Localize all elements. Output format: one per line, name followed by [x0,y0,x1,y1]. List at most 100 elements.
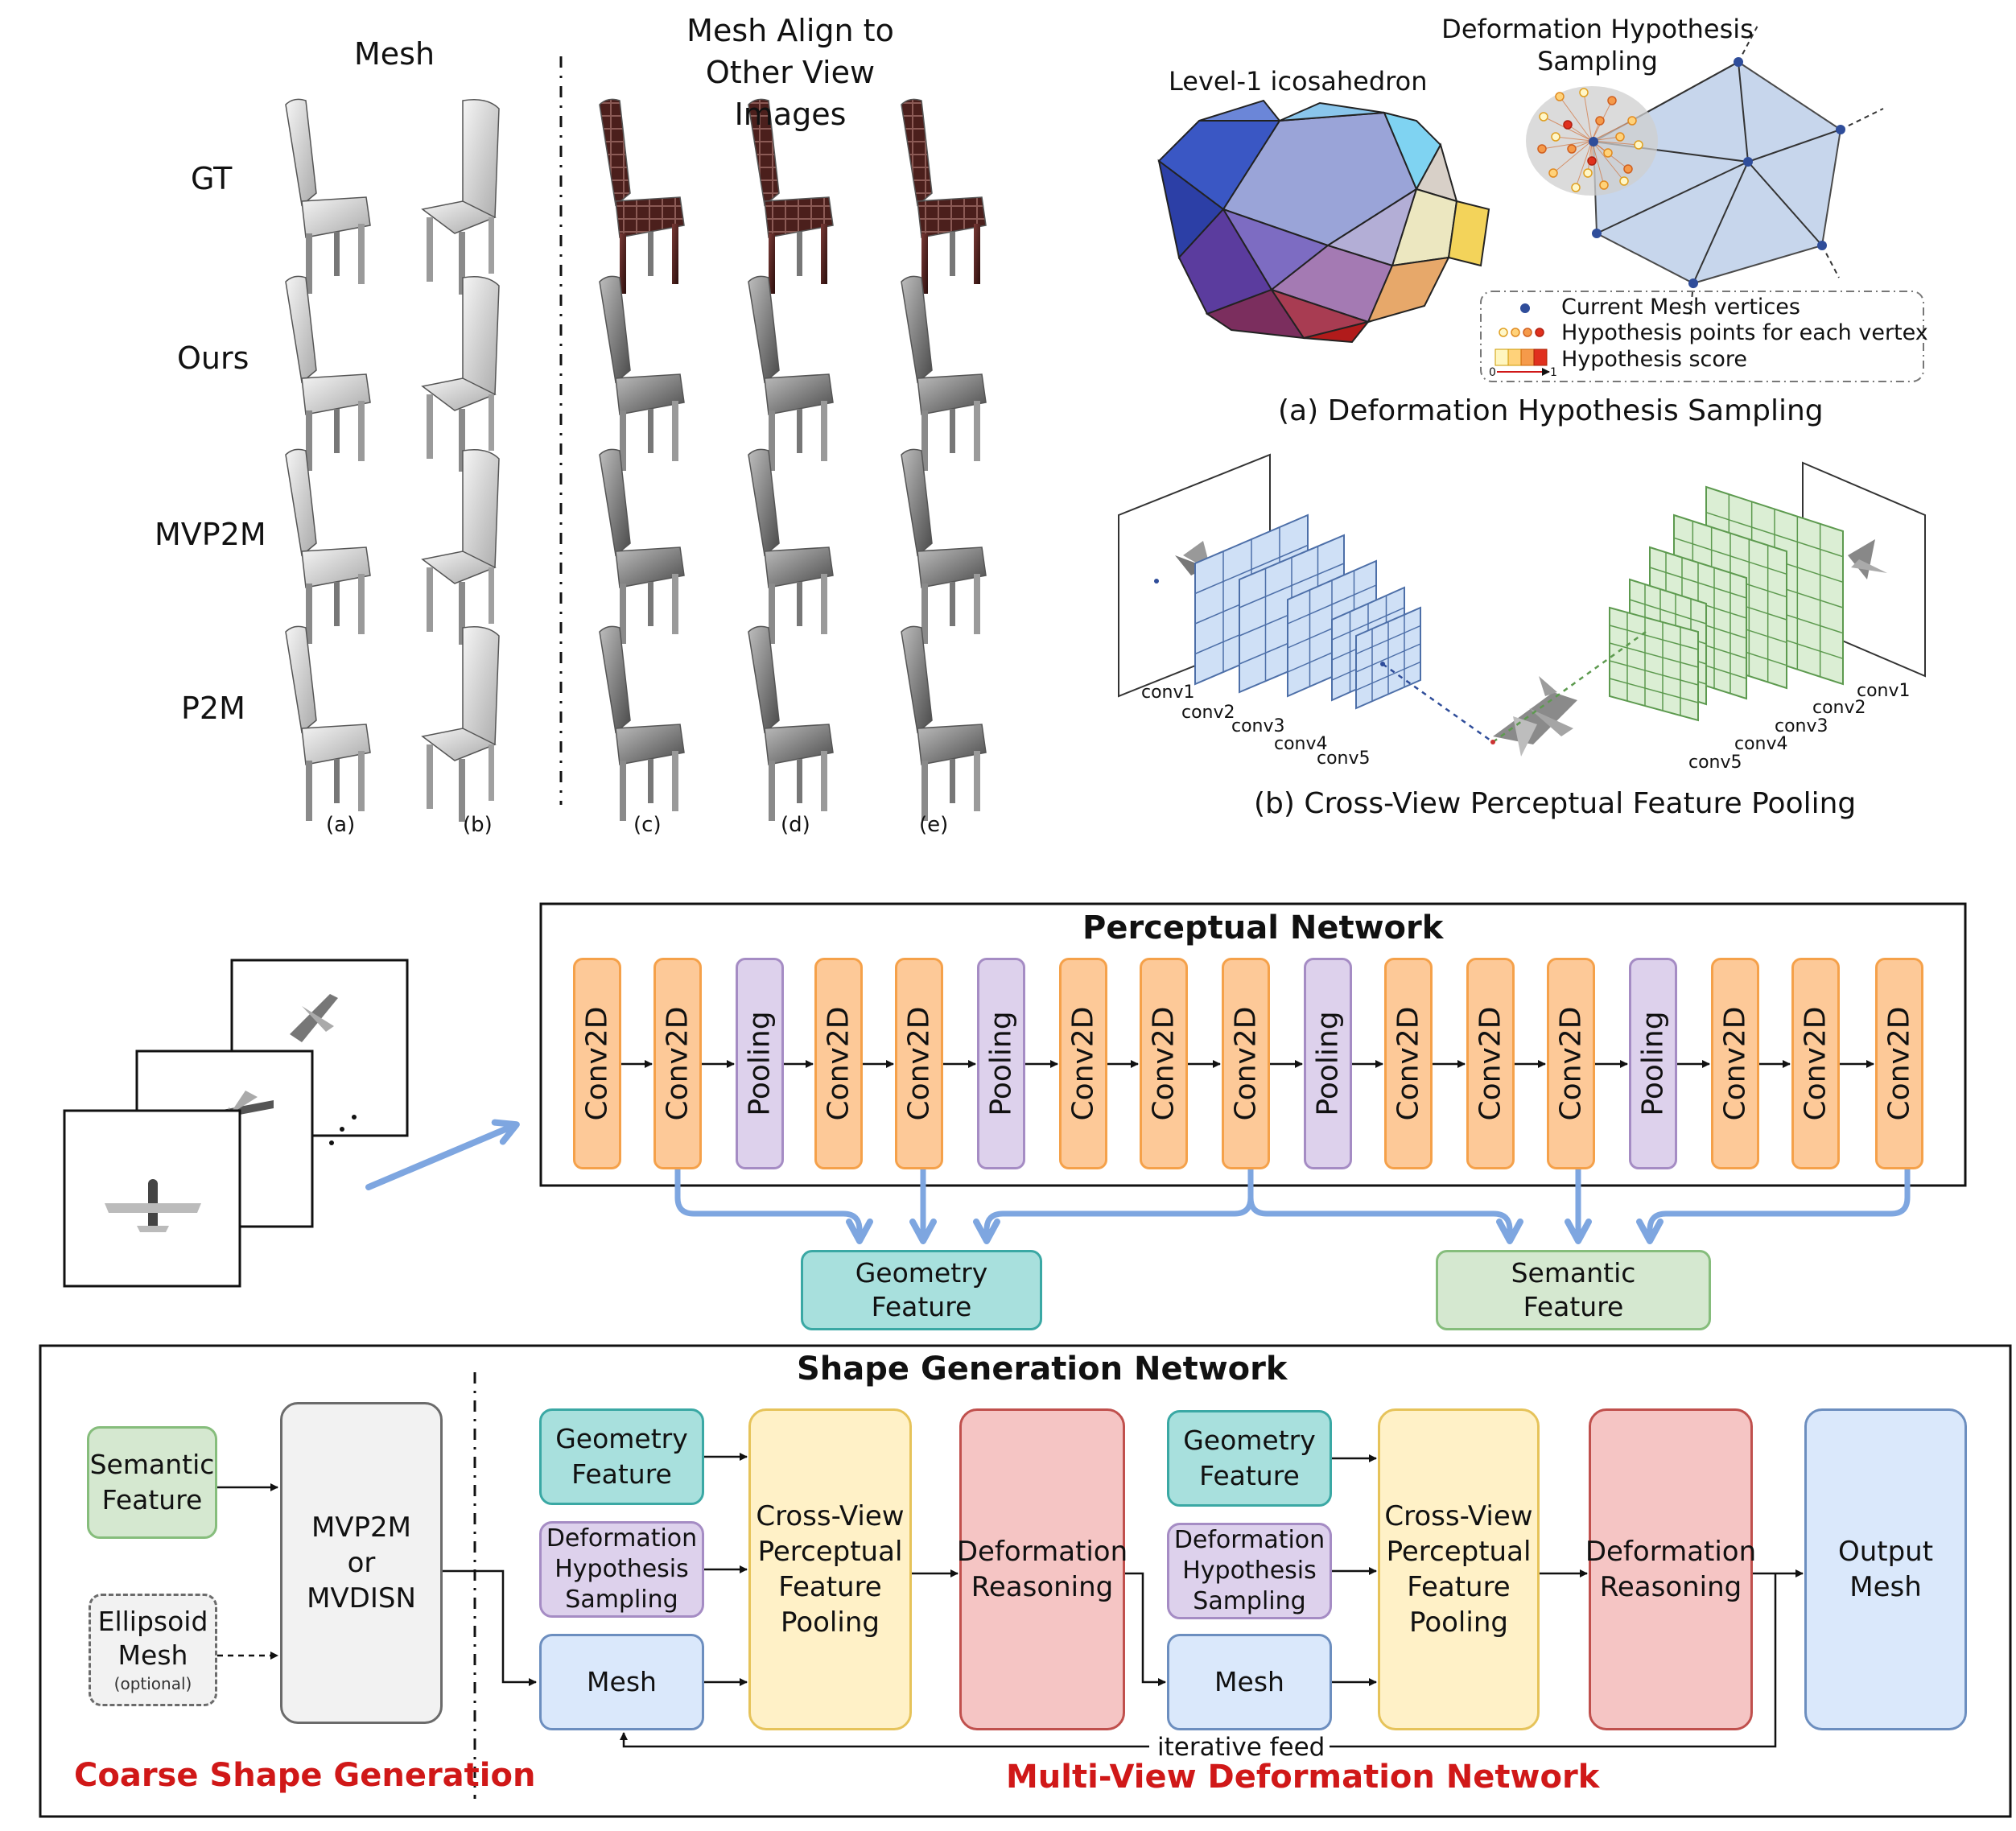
semantic-feature-output: Semantic Feature [1436,1250,1711,1330]
hypothesis-point [1548,168,1558,178]
chair-render [421,276,500,472]
sampling-title: Deformation Hypothesis Sampling [1441,14,1754,76]
deformation-sampling-diagram [1526,23,1884,319]
hypothesis-point [1595,116,1605,126]
coarse-model-block: MVP2M or MVDISN [280,1402,443,1724]
chair-render [748,275,834,471]
legend-score: Hypothesis score [1561,347,1748,372]
layer-label: Conv2D [580,1006,614,1121]
legend-vertex-dot [1520,303,1530,313]
conv2d-layer: Conv2D [1140,958,1188,1169]
shape-generation-title: Shape Generation Network [797,1351,1288,1388]
hypothesis-point [1615,132,1625,142]
chair-render [748,625,834,821]
layer-label: Conv2D [1799,1006,1833,1121]
chair-render [599,98,685,294]
conv2d-layer: Conv2D [1875,958,1923,1169]
hypothesis-point [1619,176,1629,186]
panel-a-caption: (a) Deformation Hypothesis Sampling [1278,394,1824,427]
layer-label: Pooling [1311,1011,1345,1116]
layer-label: Conv2D [1147,1006,1181,1121]
chair-render [599,625,685,821]
chair-render [421,626,500,822]
geometry-feature-output: Geometry Feature [801,1250,1042,1330]
reasoning-stage1: Deformation Reasoning [957,1408,1128,1730]
legend-box [1480,291,1924,382]
chair-render [599,448,685,644]
conv2d-layer: Conv2D [1466,958,1515,1169]
conv2d-layer: Conv2D [573,958,621,1169]
center-airplane-icon [1493,676,1577,757]
layer-label: Conv2D [822,1006,855,1121]
cross-view-pooling-diagram [1118,453,1926,757]
hypothesis-point [1537,144,1547,154]
row-label-mvp2m: MVP2M [155,517,266,552]
chair-render [285,448,371,644]
coarse-shape-generation-label: Coarse Shape Generation [74,1757,536,1794]
hypothesis-point [1607,96,1617,105]
pooling-layer: Pooling [1304,958,1352,1169]
layer-label: Conv2D [1554,1006,1588,1121]
layer-label: Conv2D [661,1006,695,1121]
layer-label: Pooling [743,1011,777,1116]
conv2d-layer: Conv2D [895,958,943,1169]
legend-hypothesis-dots [1499,328,1544,337]
pooling-stage2: Cross-View Perceptual Feature Pooling [1378,1408,1540,1730]
chair-render [901,625,987,821]
pooling-layer: Pooling [736,958,784,1169]
mvdn-label: Multi-View Deformation Network [1006,1759,1600,1796]
hypothesis-point [1623,164,1633,174]
chair-render [599,275,685,471]
semantic-feature-input: Semantic Feature [87,1426,217,1539]
chair-render [285,625,371,821]
legend-scale-max: 1 [1550,366,1557,379]
right-conv4: conv4 [1734,734,1788,754]
hypothesis-point [1603,148,1613,158]
layer-label: Conv2D [1882,1006,1916,1121]
legend-scale-min: 0 [1489,366,1496,379]
output-mesh: Output Mesh [1804,1408,1967,1730]
left-conv5: conv5 [1317,748,1371,769]
hypothesis-point [1599,180,1609,190]
feature-map-grid [1355,606,1421,710]
feature-routing-arrows [674,1166,1911,1244]
input-to-network-arrow [365,1119,520,1190]
shape-generation-arrows [217,1453,1804,1748]
chair-render [421,99,500,295]
layer-label: Pooling [1636,1011,1670,1116]
col-label-a: (a) [326,813,356,837]
row-label-p2m: P2M [181,691,245,726]
mesh-stage1: Mesh [539,1634,704,1730]
chair-render [421,449,500,645]
row-label-gt: GT [191,161,233,196]
legend-score-scale [1494,348,1550,376]
col-label-c: (c) [633,813,662,837]
deformation-sampling-stage1: Deformation Hypothesis Sampling [539,1521,704,1618]
hypothesis-point [1563,120,1573,130]
deformation-sampling-stage2: Deformation Hypothesis Sampling [1167,1523,1332,1619]
chair-render [285,275,371,471]
align-column-header: Mesh Align to Other View Images [686,13,894,132]
right-conv3: conv3 [1775,716,1828,736]
hypothesis-point [1567,144,1577,154]
mesh-stage2: Mesh [1167,1634,1332,1730]
chair-render [901,275,987,471]
right-conv1: conv1 [1857,681,1911,701]
pooling-layer: Pooling [1629,958,1677,1169]
right-conv2: conv2 [1812,698,1866,718]
chair-render [748,98,834,294]
conv2d-layer: Conv2D [1791,958,1840,1169]
hypothesis-point [1551,132,1560,142]
left-conv2: conv2 [1181,703,1235,723]
hypothesis-point [1627,116,1637,126]
left-conv1: conv1 [1141,683,1195,703]
layer-label: Conv2D [1229,1006,1263,1121]
ellipsoid-mesh-label: Ellipsoid Mesh [97,1606,208,1671]
chair-render [901,448,987,644]
left-conv4: conv4 [1274,734,1328,754]
mesh-column-header: Mesh [354,36,435,72]
conv2d-layer: Conv2D [653,958,702,1169]
right-view-airplane-icon [1848,539,1887,579]
iterative-feed-label: iterative feed [1152,1733,1330,1762]
